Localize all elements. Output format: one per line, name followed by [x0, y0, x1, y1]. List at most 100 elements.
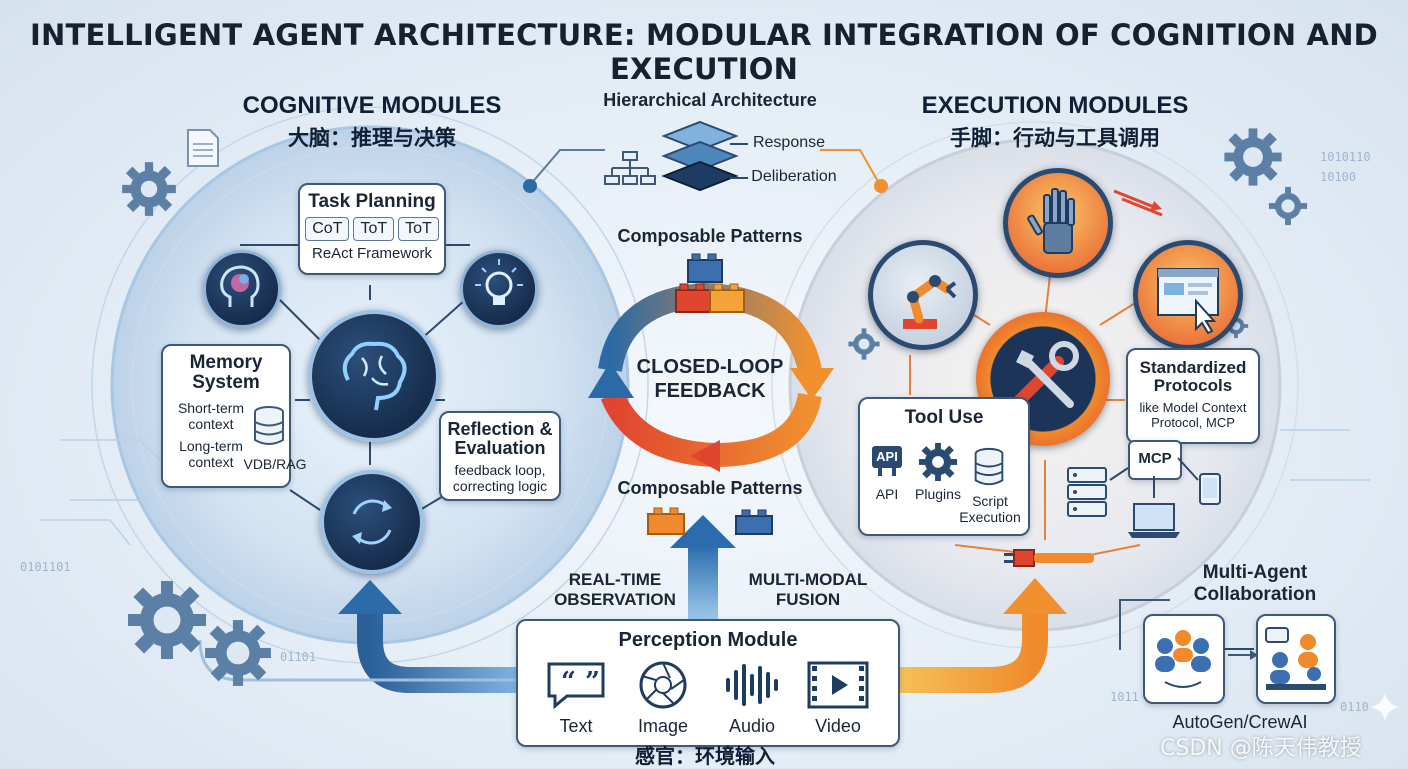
binary-text: 10100	[1320, 170, 1357, 184]
aperture-icon	[634, 660, 692, 715]
audio-label: Audio	[728, 716, 776, 736]
deliberation-pointer	[730, 177, 748, 179]
robot-hand-icon	[1003, 168, 1113, 278]
svg-text:“ ”: “ ”	[561, 667, 600, 697]
gear-icon	[122, 575, 212, 670]
lego-orange-icon	[644, 502, 688, 543]
realtime-line2: OBSERVATION	[554, 590, 676, 609]
document-icon	[186, 128, 220, 173]
gear-icon	[1220, 124, 1286, 195]
layers-stack-icon	[660, 118, 740, 207]
lightbulb-icon	[460, 250, 538, 328]
multimodal-line1: MULTI-MODAL	[748, 570, 868, 589]
film-icon	[806, 660, 870, 715]
response-pointer	[730, 143, 748, 145]
reflection-desc-line2: correcting logic	[452, 478, 548, 494]
orange-action-arrow	[895, 610, 1048, 693]
database-icon	[252, 404, 286, 453]
multimodal-line2: FUSION	[775, 590, 841, 609]
realtime-line1: REAL-TIME	[568, 570, 662, 589]
central-brain-icon	[308, 310, 440, 442]
cycle-icon	[320, 470, 424, 574]
deliberation-label: Deliberation	[751, 168, 837, 185]
gear-icon	[1266, 184, 1310, 233]
script-line2: Execution	[959, 509, 1021, 525]
reflection-card: Reflection & Evaluation feedback loop, c…	[439, 411, 561, 501]
binary-text: 0101101	[20, 560, 71, 574]
multi-agent-title-line2: Collaboration	[1193, 584, 1317, 605]
perception-title: Perception Module	[618, 629, 798, 651]
long-term-label: Long-term	[179, 438, 243, 454]
waveform-icon	[722, 662, 782, 713]
protocols-card: Standardized Protocols like Model Contex…	[1126, 348, 1260, 444]
page-title: INTELLIGENT AGENT ARCHITECTURE: MODULAR …	[30, 18, 1378, 86]
video-label: Video	[815, 716, 861, 736]
autogen-crewai-label: AutoGen/CrewAI	[1172, 712, 1308, 732]
protocols-desc-line2: Protocol, MCP	[1151, 415, 1235, 430]
task-planning-title: Task Planning	[308, 191, 436, 212]
execution-title: EXECUTION MODULES	[921, 92, 1189, 119]
agent-swap-arrow	[1224, 648, 1254, 650]
agent-group-card-right	[1256, 614, 1336, 704]
brain-head-icon	[203, 250, 281, 328]
lego-blue-icon	[732, 506, 776, 543]
composable-patterns-bottom: Composable Patterns	[617, 478, 803, 498]
mcp-connectors	[1109, 457, 1199, 498]
reflection-desc-line1: feedback loop,	[454, 462, 546, 478]
response-label: Response	[752, 134, 826, 151]
binary-text: 0110	[1340, 700, 1369, 714]
orange-arrows-icon	[1110, 185, 1166, 226]
execution-subtitle: 手脚：行动与工具调用	[950, 126, 1160, 150]
binary-text: 01101	[280, 650, 317, 664]
hierarchical-title: Hierarchical Architecture	[603, 90, 817, 110]
composable-patterns-top: Composable Patterns	[617, 226, 803, 246]
agent-group-card-left	[1143, 614, 1225, 704]
api-badge: API	[876, 449, 898, 464]
gear-icon	[200, 615, 276, 696]
plugins-gear-icon	[916, 440, 960, 489]
laptop-icon	[1126, 500, 1182, 545]
sparkle-icon	[1368, 690, 1402, 729]
gear-icon	[118, 158, 180, 225]
csdn-watermark: CSDN @陈天伟教授	[1160, 736, 1362, 761]
gear-icon	[846, 326, 882, 367]
short-term-label: Short-term	[177, 400, 245, 416]
center-up-arrow	[688, 545, 718, 620]
script-database-icon	[972, 446, 1006, 493]
robot-arm-icon	[868, 240, 978, 350]
mcp-label: MCP	[1138, 450, 1172, 467]
tot-chip: ToT	[353, 217, 395, 241]
api-icon: API	[870, 440, 904, 480]
vdb-rag-label: VDB/RAG	[243, 456, 307, 472]
hierarchy-tree-icon	[603, 150, 659, 191]
image-label: Image	[637, 716, 689, 736]
protocols-title-line2: Protocols	[1153, 376, 1233, 395]
api-label: API	[875, 486, 899, 502]
memory-title-line2: System	[192, 372, 260, 393]
plug-connector-icon	[1000, 540, 1100, 581]
cot-chip: CoT	[305, 217, 350, 241]
protocols-title-line1: Standardized	[1139, 358, 1247, 377]
memory-title-line1: Memory	[189, 352, 263, 373]
reflection-title-line1: Reflection &	[447, 419, 553, 439]
binary-text: 1011	[1110, 690, 1139, 704]
cognitive-subtitle: 大脑：推理与决策	[288, 126, 456, 150]
cursor-screen-icon	[1133, 240, 1243, 350]
multi-agent-title-line1: Multi-Agent	[1202, 562, 1308, 583]
server-icon	[1066, 466, 1108, 523]
tot-chip: ToT	[398, 217, 439, 241]
react-framework-label: ReAct Framework	[311, 245, 433, 262]
text-label: Text	[559, 716, 593, 736]
short-term-context: context	[188, 416, 234, 432]
lego-blocks-icon	[672, 250, 750, 331]
tool-use-title: Tool Use	[904, 407, 984, 428]
reflection-title-line2: Evaluation	[454, 438, 546, 458]
plugins-label: Plugins	[915, 486, 961, 502]
phone-icon	[1198, 472, 1222, 511]
cognitive-title: COGNITIVE MODULES	[242, 92, 502, 119]
closed-loop-line1: CLOSED-LOOP	[636, 356, 784, 378]
long-term-context: context	[188, 454, 234, 470]
perception-subtitle: 感官：环境输入	[635, 744, 775, 768]
script-line1: Script	[972, 493, 1008, 509]
